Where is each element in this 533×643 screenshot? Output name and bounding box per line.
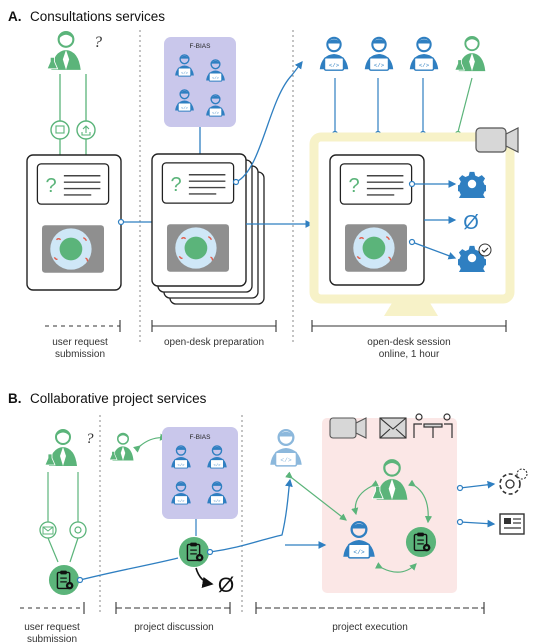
mail-flap bbox=[379, 417, 407, 439]
connector-dot bbox=[76, 576, 84, 584]
arrow bbox=[235, 60, 303, 183]
arrow bbox=[459, 519, 496, 528]
connector-dot bbox=[456, 518, 464, 526]
stage-label: project execution bbox=[332, 622, 408, 633]
null-icon: Ø bbox=[218, 574, 234, 597]
section-b-title: Collaborative project services bbox=[30, 391, 207, 406]
fbias-label: F-BIAS bbox=[190, 434, 212, 441]
scientist-icon bbox=[453, 35, 487, 73]
scientist-icon bbox=[44, 429, 78, 467]
clipboard-icon bbox=[48, 564, 80, 596]
null-icon: Ø bbox=[463, 212, 479, 234]
gear-output-icon bbox=[499, 468, 528, 495]
stage-label: submission bbox=[55, 349, 105, 360]
stage-bracket bbox=[20, 602, 485, 614]
connector-dot bbox=[117, 218, 125, 226]
scientist-icon bbox=[108, 432, 135, 462]
section-b-letter: B. bbox=[8, 391, 22, 406]
question-mark: ? bbox=[86, 431, 94, 447]
connector-dot bbox=[206, 548, 214, 556]
stage-label: project discussion bbox=[134, 622, 213, 633]
connector-dot bbox=[232, 178, 240, 186]
connector bbox=[47, 537, 59, 563]
clipboard-icon bbox=[405, 526, 437, 558]
microscope-icon-body bbox=[55, 125, 65, 134]
camera-lens bbox=[355, 417, 367, 439]
request-document bbox=[36, 163, 110, 205]
mail-icon bbox=[39, 521, 57, 539]
connector-dot bbox=[408, 238, 416, 246]
check-mark bbox=[481, 247, 489, 253]
scientist-icon bbox=[46, 31, 82, 71]
arrow bbox=[195, 567, 214, 588]
clipboard-icon bbox=[178, 536, 210, 568]
meeting-icon bbox=[413, 413, 453, 438]
mail-envelope bbox=[42, 526, 54, 535]
microscope-icon bbox=[50, 120, 70, 140]
fbias-panel bbox=[164, 37, 236, 127]
arrow bbox=[459, 480, 496, 489]
developer-icon bbox=[363, 36, 395, 72]
connector bbox=[457, 77, 473, 133]
stage-label: submission bbox=[27, 634, 77, 643]
arrow bbox=[79, 557, 179, 581]
arrow bbox=[375, 562, 417, 573]
cell-image bbox=[345, 224, 407, 272]
monitor-stand bbox=[384, 303, 438, 316]
cell-image bbox=[42, 225, 104, 273]
section-a-letter: A. bbox=[8, 9, 22, 24]
developer-icon bbox=[408, 36, 440, 72]
execution-panel bbox=[322, 418, 457, 593]
connector-dot bbox=[456, 484, 464, 492]
camera-icon bbox=[475, 127, 507, 153]
connector bbox=[69, 537, 79, 563]
request-document bbox=[339, 163, 413, 205]
arrow bbox=[408, 479, 433, 524]
stage-label: user request bbox=[24, 622, 80, 633]
arrow bbox=[285, 471, 347, 521]
fbias-label: F-BIAS bbox=[190, 43, 212, 50]
developer-icon-faded bbox=[269, 428, 303, 468]
upload-arrow bbox=[81, 125, 91, 136]
settings-icon bbox=[69, 521, 87, 539]
developer-icon bbox=[318, 36, 350, 72]
section-a-title: Consultations services bbox=[30, 9, 165, 24]
stage-label: open-desk preparation bbox=[164, 337, 264, 348]
stage-label: user request bbox=[52, 337, 108, 348]
request-document bbox=[161, 162, 235, 204]
monitor-frame bbox=[309, 132, 515, 304]
settings-gear bbox=[74, 526, 82, 534]
report-icon bbox=[499, 513, 525, 535]
check-badge bbox=[478, 243, 492, 257]
stage-bracket bbox=[45, 320, 507, 332]
stage-label: online, 1 hour bbox=[379, 349, 440, 360]
question-mark: ? bbox=[94, 34, 102, 51]
stage-label: open-desk session bbox=[367, 337, 450, 348]
camera-lens bbox=[505, 127, 519, 153]
connector-dot bbox=[408, 180, 416, 188]
camera-icon bbox=[329, 417, 357, 439]
cell-image bbox=[167, 224, 229, 272]
arrow bbox=[351, 480, 379, 516]
arrow bbox=[411, 241, 457, 260]
gear-icon bbox=[458, 171, 486, 198]
